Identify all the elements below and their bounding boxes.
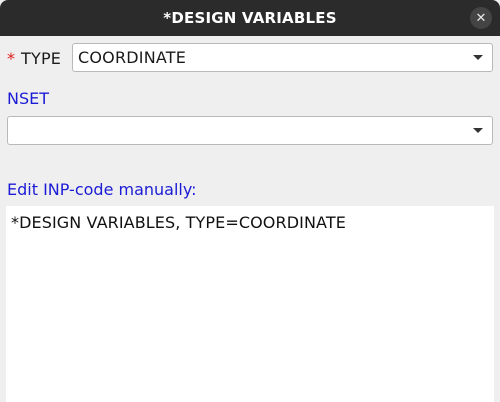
edit-inp-label: Edit INP-code manually: — [7, 180, 197, 199]
nset-label: NSET — [7, 89, 50, 108]
window-title: *DESIGN VARIABLES — [163, 9, 337, 27]
chevron-down-icon — [473, 55, 483, 60]
nset-dropdown[interactable] — [7, 116, 493, 145]
type-dropdown-value: COORDINATE — [78, 48, 187, 67]
chevron-down-icon — [473, 128, 483, 133]
title-bar: *DESIGN VARIABLES ✕ — [0, 0, 500, 36]
type-dropdown[interactable]: COORDINATE — [72, 43, 493, 72]
close-icon: ✕ — [475, 10, 487, 26]
close-button[interactable]: ✕ — [470, 7, 492, 29]
inp-code-editor[interactable]: *DESIGN VARIABLES, TYPE=COORDINATE — [6, 206, 494, 402]
type-label: TYPE — [21, 48, 62, 68]
type-row: * TYPE — [7, 44, 61, 72]
required-marker: * — [7, 48, 15, 68]
